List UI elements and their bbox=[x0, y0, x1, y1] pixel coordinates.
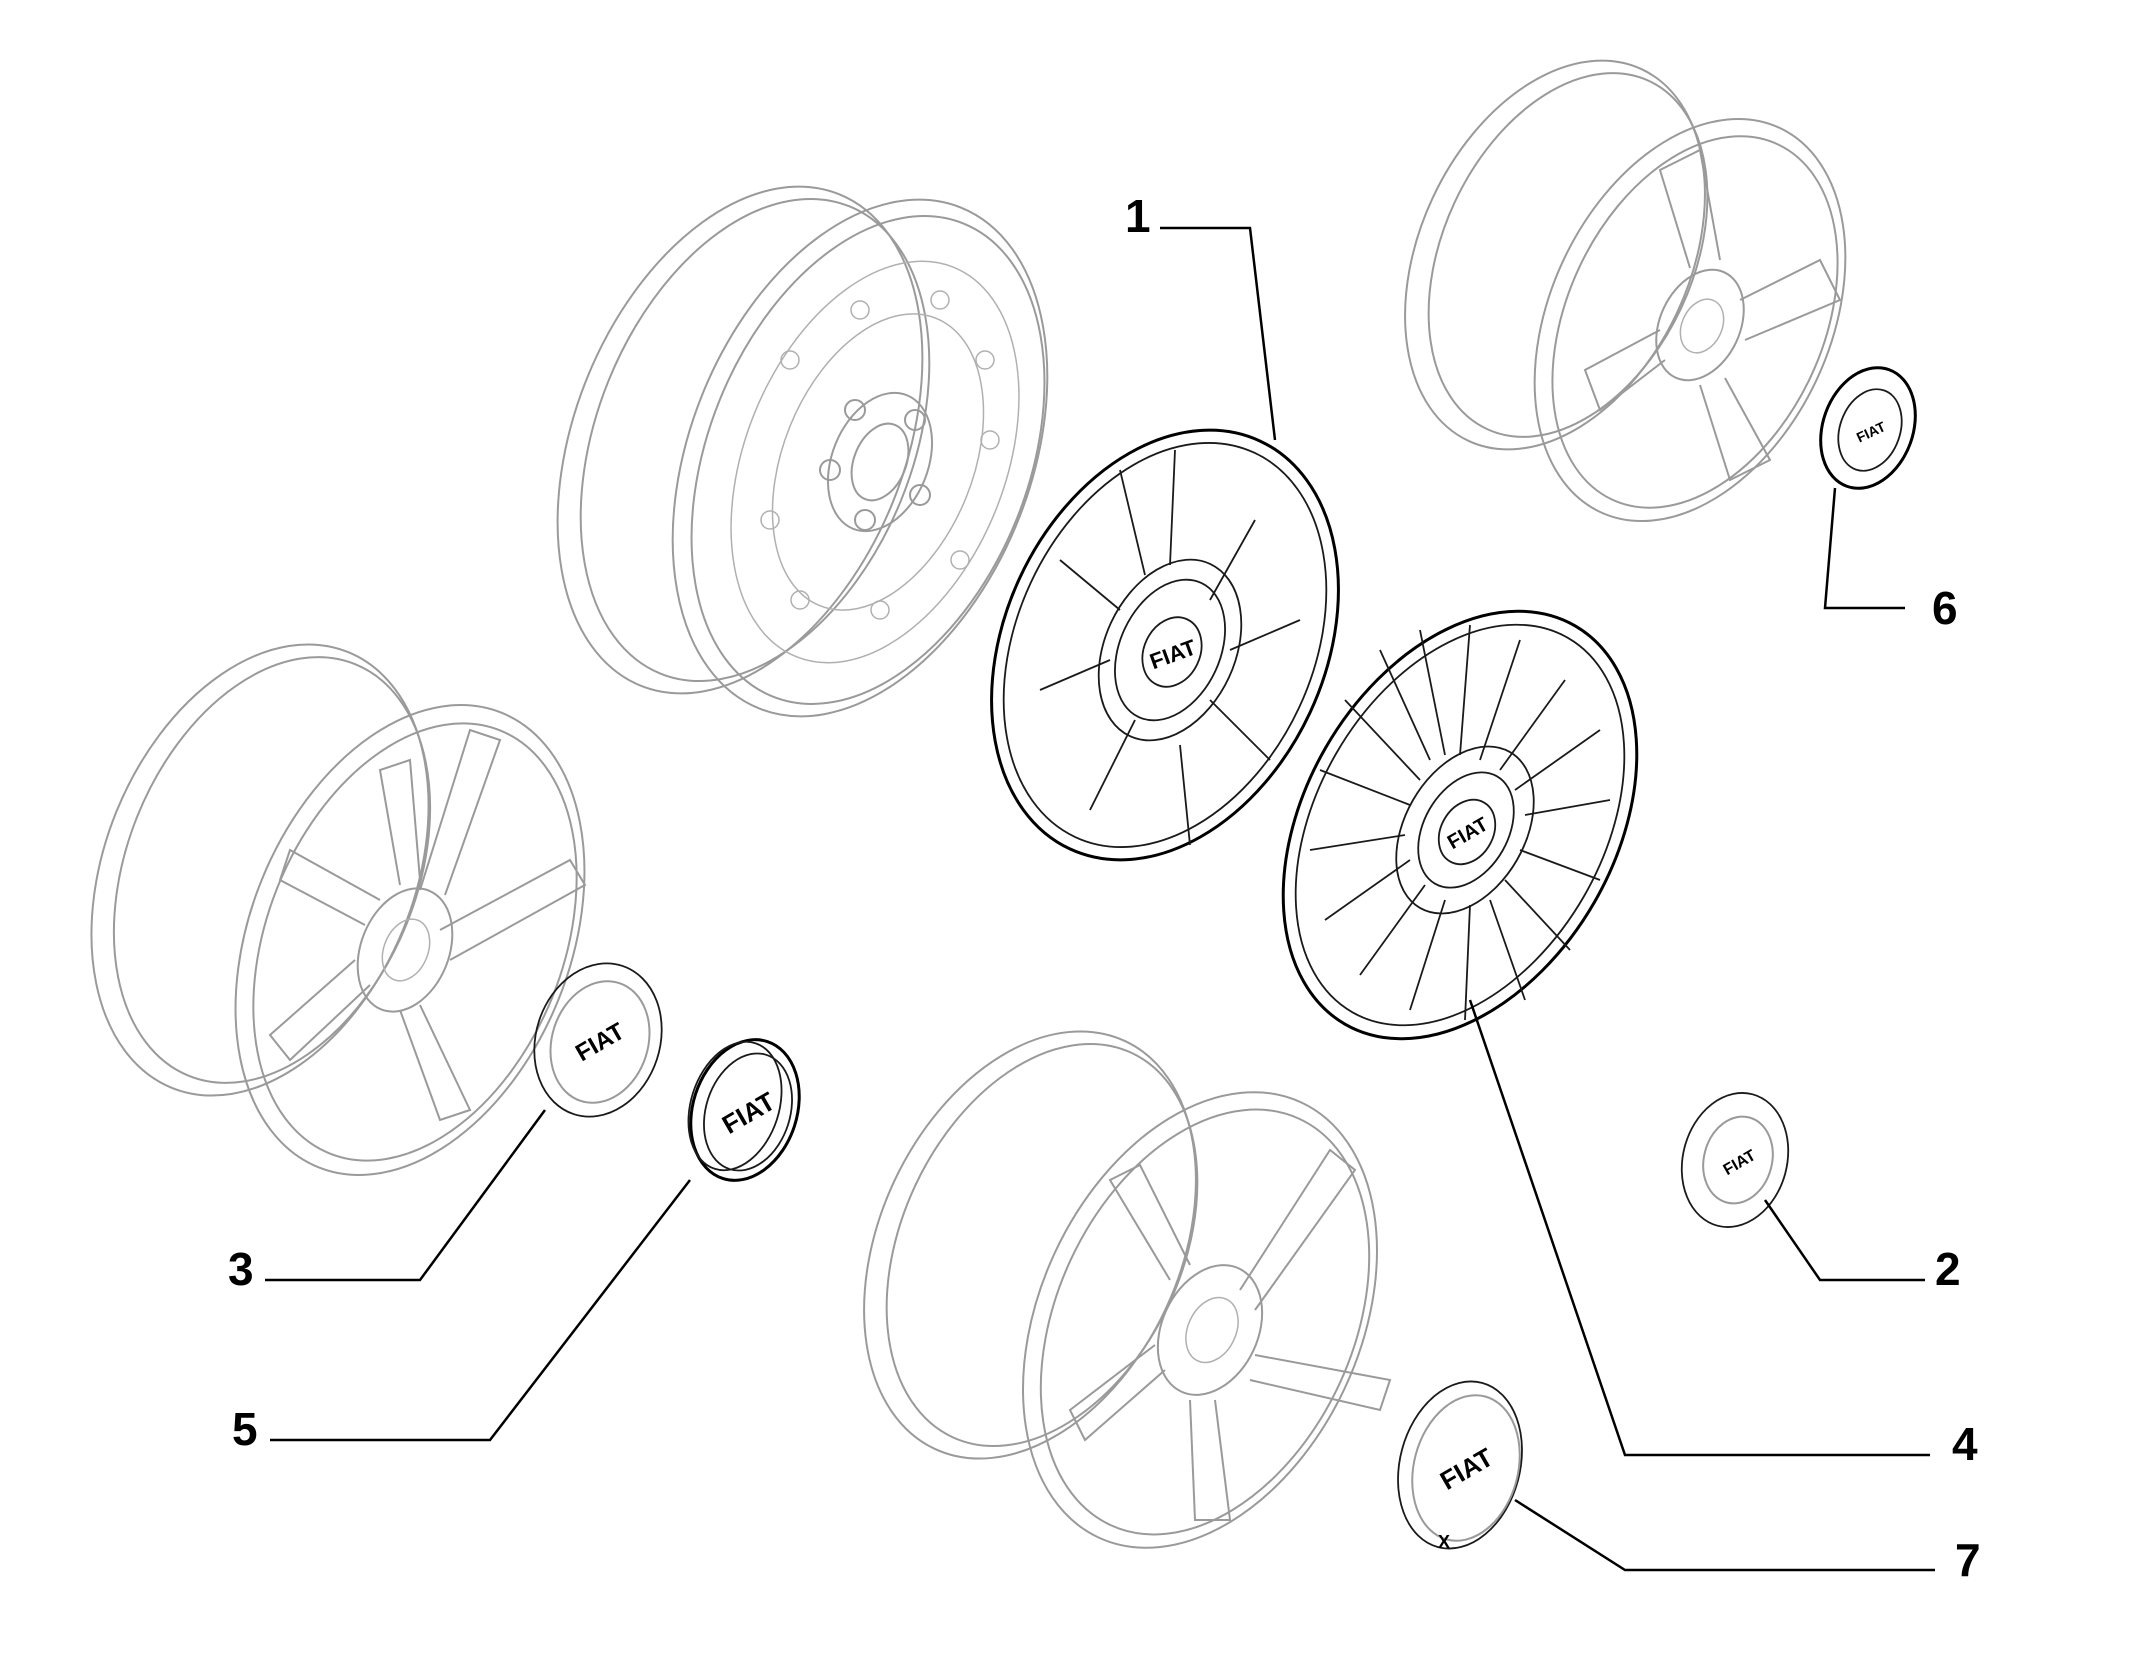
hubcap-1-logo: FIAT bbox=[1146, 634, 1199, 674]
cap-5-logo: FIAT bbox=[717, 1086, 780, 1140]
callout-4: 4 bbox=[1952, 1418, 1978, 1470]
leader-lines bbox=[265, 226, 1935, 1572]
callout-numbers: 1 2 3 4 5 6 7 bbox=[228, 190, 1981, 1586]
leader-line-3 bbox=[265, 1109, 547, 1282]
cap-6-logo: FIAT bbox=[1854, 418, 1888, 445]
leader-line-7 bbox=[1514, 1498, 1935, 1572]
callout-6: 6 bbox=[1932, 582, 1958, 634]
hubcap-4: FIAT bbox=[1281, 609, 1639, 1041]
leader-line-2 bbox=[1763, 1199, 1925, 1282]
center-cap-6: FIAT bbox=[1819, 366, 1917, 490]
hubcap-1: FIAT bbox=[990, 428, 1340, 862]
hubcap-4-logo: FIAT bbox=[1444, 813, 1492, 854]
alloy-wheel-top-right bbox=[1404, 59, 1847, 523]
center-cap-5: FIAT bbox=[687, 1038, 801, 1182]
alloy-wheel-left bbox=[90, 643, 587, 1176]
center-cap-7: FIAT X bbox=[1397, 1380, 1523, 1552]
steel-wheel bbox=[556, 185, 1049, 718]
cap-7-mark: X bbox=[1438, 1532, 1450, 1552]
alloy-wheel-bottom bbox=[863, 1030, 1392, 1549]
leader-line-1 bbox=[1160, 226, 1277, 441]
leader-line-4 bbox=[1468, 999, 1930, 1457]
callout-5: 5 bbox=[232, 1403, 258, 1455]
leader-line-5 bbox=[270, 1179, 691, 1442]
cap-2-logo: FIAT bbox=[1721, 1147, 1759, 1179]
callout-3: 3 bbox=[228, 1243, 254, 1295]
cap-7-logo: FIAT bbox=[1435, 1442, 1498, 1496]
callout-7: 7 bbox=[1955, 1534, 1981, 1586]
callout-1: 1 bbox=[1125, 190, 1151, 242]
leader-line-6 bbox=[1823, 487, 1905, 610]
center-cap-2: FIAT bbox=[1680, 1092, 1790, 1228]
callout-2: 2 bbox=[1935, 1243, 1961, 1295]
cap-3-logo: FIAT bbox=[571, 1018, 629, 1067]
